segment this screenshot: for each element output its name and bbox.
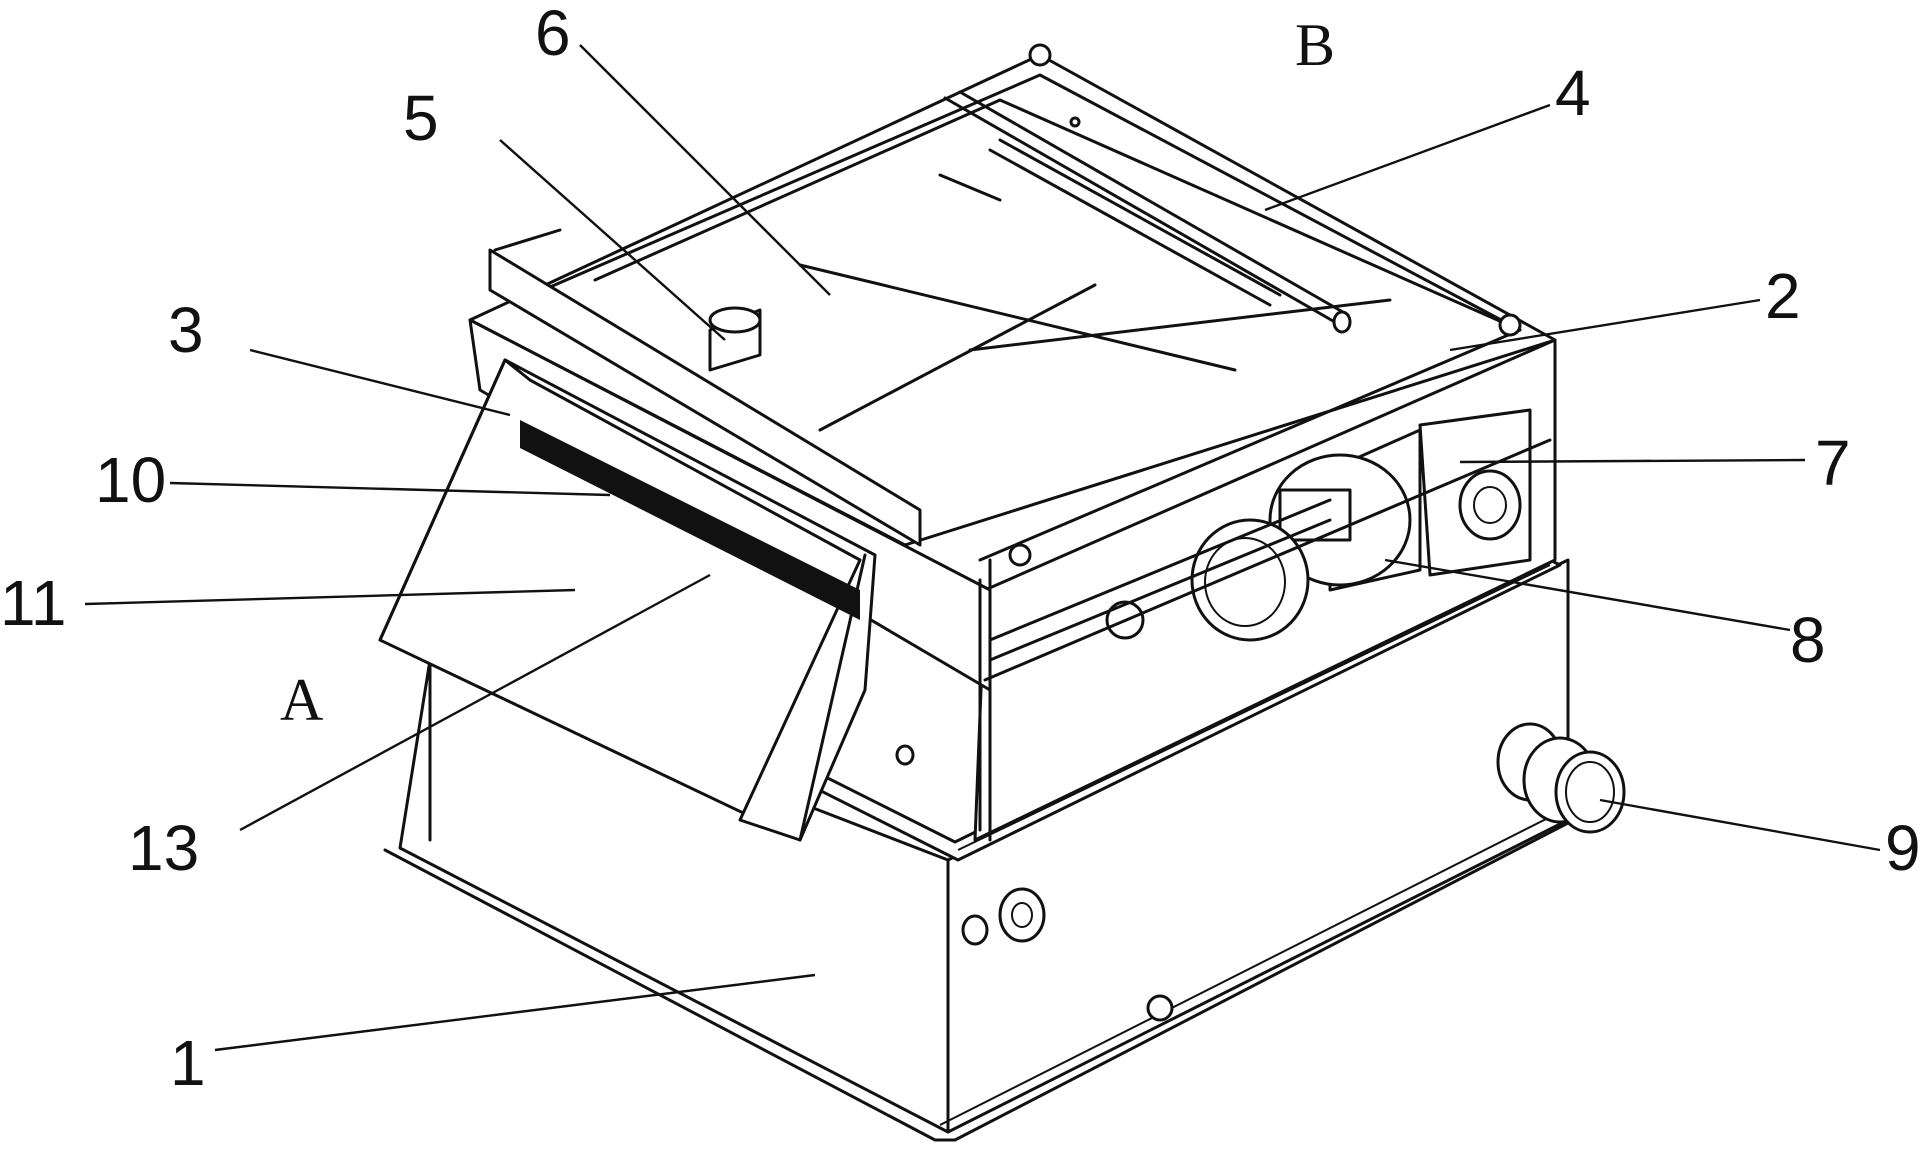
chute: [378, 358, 877, 842]
view-label-a: A: [280, 667, 323, 733]
callout-3: 3: [168, 294, 204, 366]
view-labels: A B: [280, 12, 1335, 733]
motor-assembly: [988, 408, 1532, 662]
leader-lines: [84, 44, 1881, 1052]
callout-9: 9: [1885, 812, 1921, 884]
view-label-b: B: [1295, 12, 1335, 78]
callout-1: 1: [170, 1027, 206, 1099]
callout-8: 8: [1790, 604, 1826, 676]
callout-2: 2: [1765, 260, 1801, 332]
callout-10: 10: [95, 444, 166, 516]
callout-5: 5: [403, 82, 439, 154]
callout-13: 13: [128, 812, 199, 884]
outlet-pipe: [1496, 722, 1626, 834]
callout-labels: 1 2 3 4 5 6 7 8 9 10 11 13: [0, 0, 1921, 1099]
callout-11: 11: [0, 567, 66, 639]
callout-4: 4: [1555, 57, 1591, 129]
callout-6: 6: [535, 0, 571, 69]
side-rails: [895, 438, 1552, 842]
filter-mesh: [520, 420, 860, 620]
callout-7: 7: [1815, 427, 1851, 499]
